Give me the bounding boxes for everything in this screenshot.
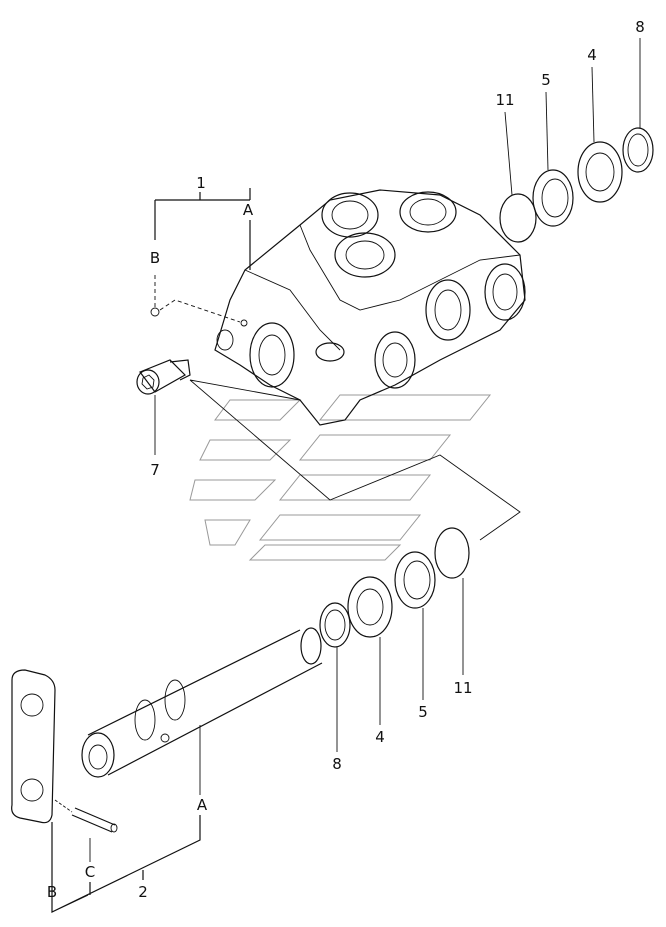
callout-7: 7 — [150, 461, 160, 479]
spool-shaft — [81, 627, 323, 795]
valve-body — [214, 189, 526, 426]
leader-b — [154, 275, 241, 323]
callout-8-lower: 8 — [332, 755, 342, 773]
part-2-bracket — [51, 815, 201, 913]
mounting-plane — [189, 379, 521, 541]
part-1-bracket — [154, 188, 251, 270]
link-plate — [11, 669, 56, 824]
callout-4-lower: 4 — [375, 728, 385, 746]
callout-c: C — [84, 863, 96, 881]
callout-4-upper: 4 — [587, 46, 597, 64]
callout-a-upper: A — [242, 201, 254, 219]
callout-11-lower: 11 — [453, 679, 473, 697]
upper-seal-set — [499, 38, 654, 243]
callout-11-upper: 11 — [495, 91, 515, 109]
lower-seal-set — [319, 527, 470, 752]
callout-2: 2 — [138, 883, 148, 901]
callout-b-upper: B — [149, 249, 161, 267]
callout-8-upper: 8 — [635, 18, 645, 36]
reference-point-b — [150, 307, 160, 317]
callout-5-lower: 5 — [418, 703, 428, 721]
pin — [54, 799, 118, 862]
plug-screw — [136, 359, 191, 455]
watermark-logo — [189, 394, 492, 561]
callout-b-lower: B — [46, 883, 58, 901]
callout-a-lower: A — [196, 796, 208, 814]
callout-5-upper: 5 — [541, 71, 551, 89]
callout-1: 1 — [196, 174, 206, 192]
